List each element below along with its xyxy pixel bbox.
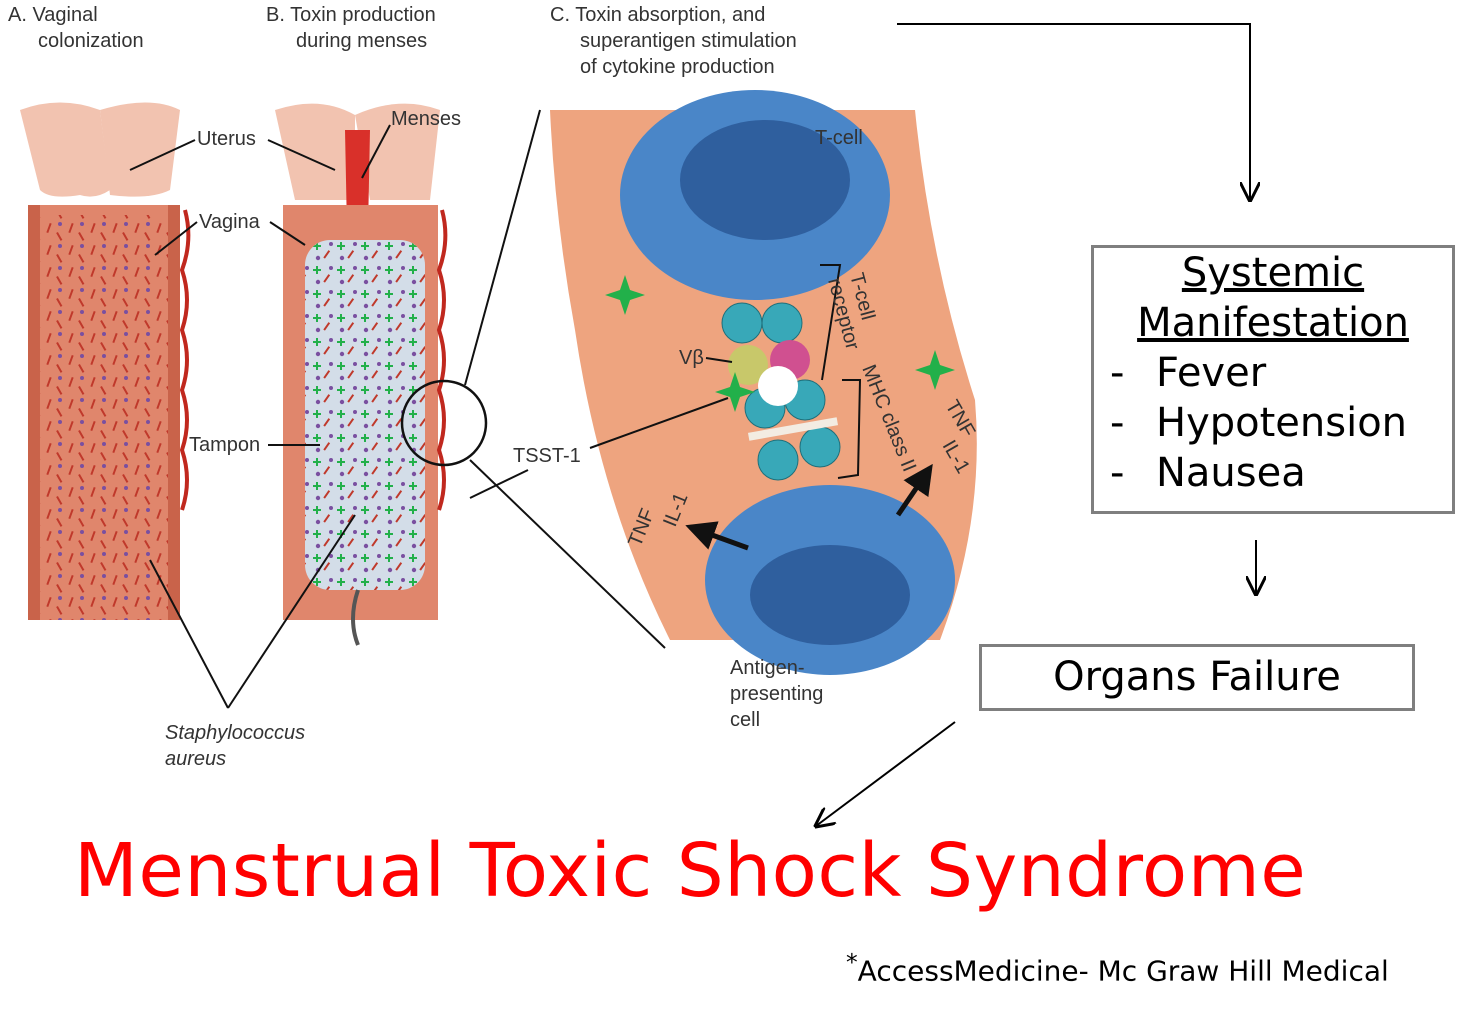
label-staph: Staphylococcus [165, 722, 305, 744]
panel-b-title: during menses [296, 30, 427, 52]
label-vagina: Vagina [199, 211, 261, 233]
toxin-star-icon [715, 372, 755, 412]
organs-failure-box: Organs Failure [979, 644, 1415, 711]
toxin-star-icon [915, 350, 955, 390]
label-apc: presenting [730, 683, 823, 705]
credit-text: AccessMedicine- Mc Graw Hill Medical [857, 954, 1389, 988]
label-vbeta: Vβ [679, 347, 704, 369]
symptom-text: Nausea [1156, 450, 1306, 496]
systemic-title: Systemic [1181, 250, 1365, 296]
panel-a-vagina-illustration [20, 102, 191, 620]
label-staph: aureus [165, 748, 226, 770]
label-tcell: T-cell [815, 127, 863, 149]
panel-c-cell-illustration [550, 90, 977, 675]
leader-lines [129, 109, 733, 709]
systemic-manifestation-box: Systemic Manifestation -Fever -Hypotensi… [1091, 245, 1455, 514]
label-apc: cell [730, 709, 760, 731]
panel-c-title: C. Toxin absorption, and [550, 4, 765, 26]
panel-b-tampon-illustration [275, 103, 488, 646]
source-credit: *AccessMedicine- Mc Graw Hill Medical [846, 948, 1389, 987]
credit-asterisk: * [846, 948, 858, 976]
symptom-text: Fever [1156, 350, 1267, 396]
panel-a-title: A. Vaginal [8, 4, 98, 26]
panel-c-title: of cytokine production [580, 56, 775, 78]
label-tsst1: TSST-1 [513, 445, 581, 467]
toxin-star-icon [605, 275, 645, 315]
panel-b-title: B. Toxin production [266, 4, 436, 26]
bullet: - [1110, 350, 1125, 396]
bullet: - [1110, 400, 1125, 446]
main-title: Menstrual Toxic Shock Syndrome [74, 828, 1307, 914]
label-menses: Menses [391, 108, 461, 130]
symptom-text: Hypotension [1156, 400, 1408, 446]
organs-failure-label: Organs Failure [1053, 654, 1341, 700]
symptom-item: -Hypotension [1094, 398, 1452, 448]
label-tampon: Tampon [189, 434, 260, 456]
label-apc: Antigen- [730, 657, 805, 679]
bullet: - [1110, 450, 1125, 496]
panel-a-title: colonization [38, 30, 144, 52]
label-uterus: Uterus [197, 128, 256, 150]
symptom-item: -Fever [1094, 348, 1452, 398]
symptom-item: -Nausea [1094, 448, 1452, 498]
flow-arrows [816, 23, 1256, 826]
panel-c-title: superantigen stimulation [580, 30, 797, 52]
systemic-title: Manifestation [1137, 300, 1409, 346]
